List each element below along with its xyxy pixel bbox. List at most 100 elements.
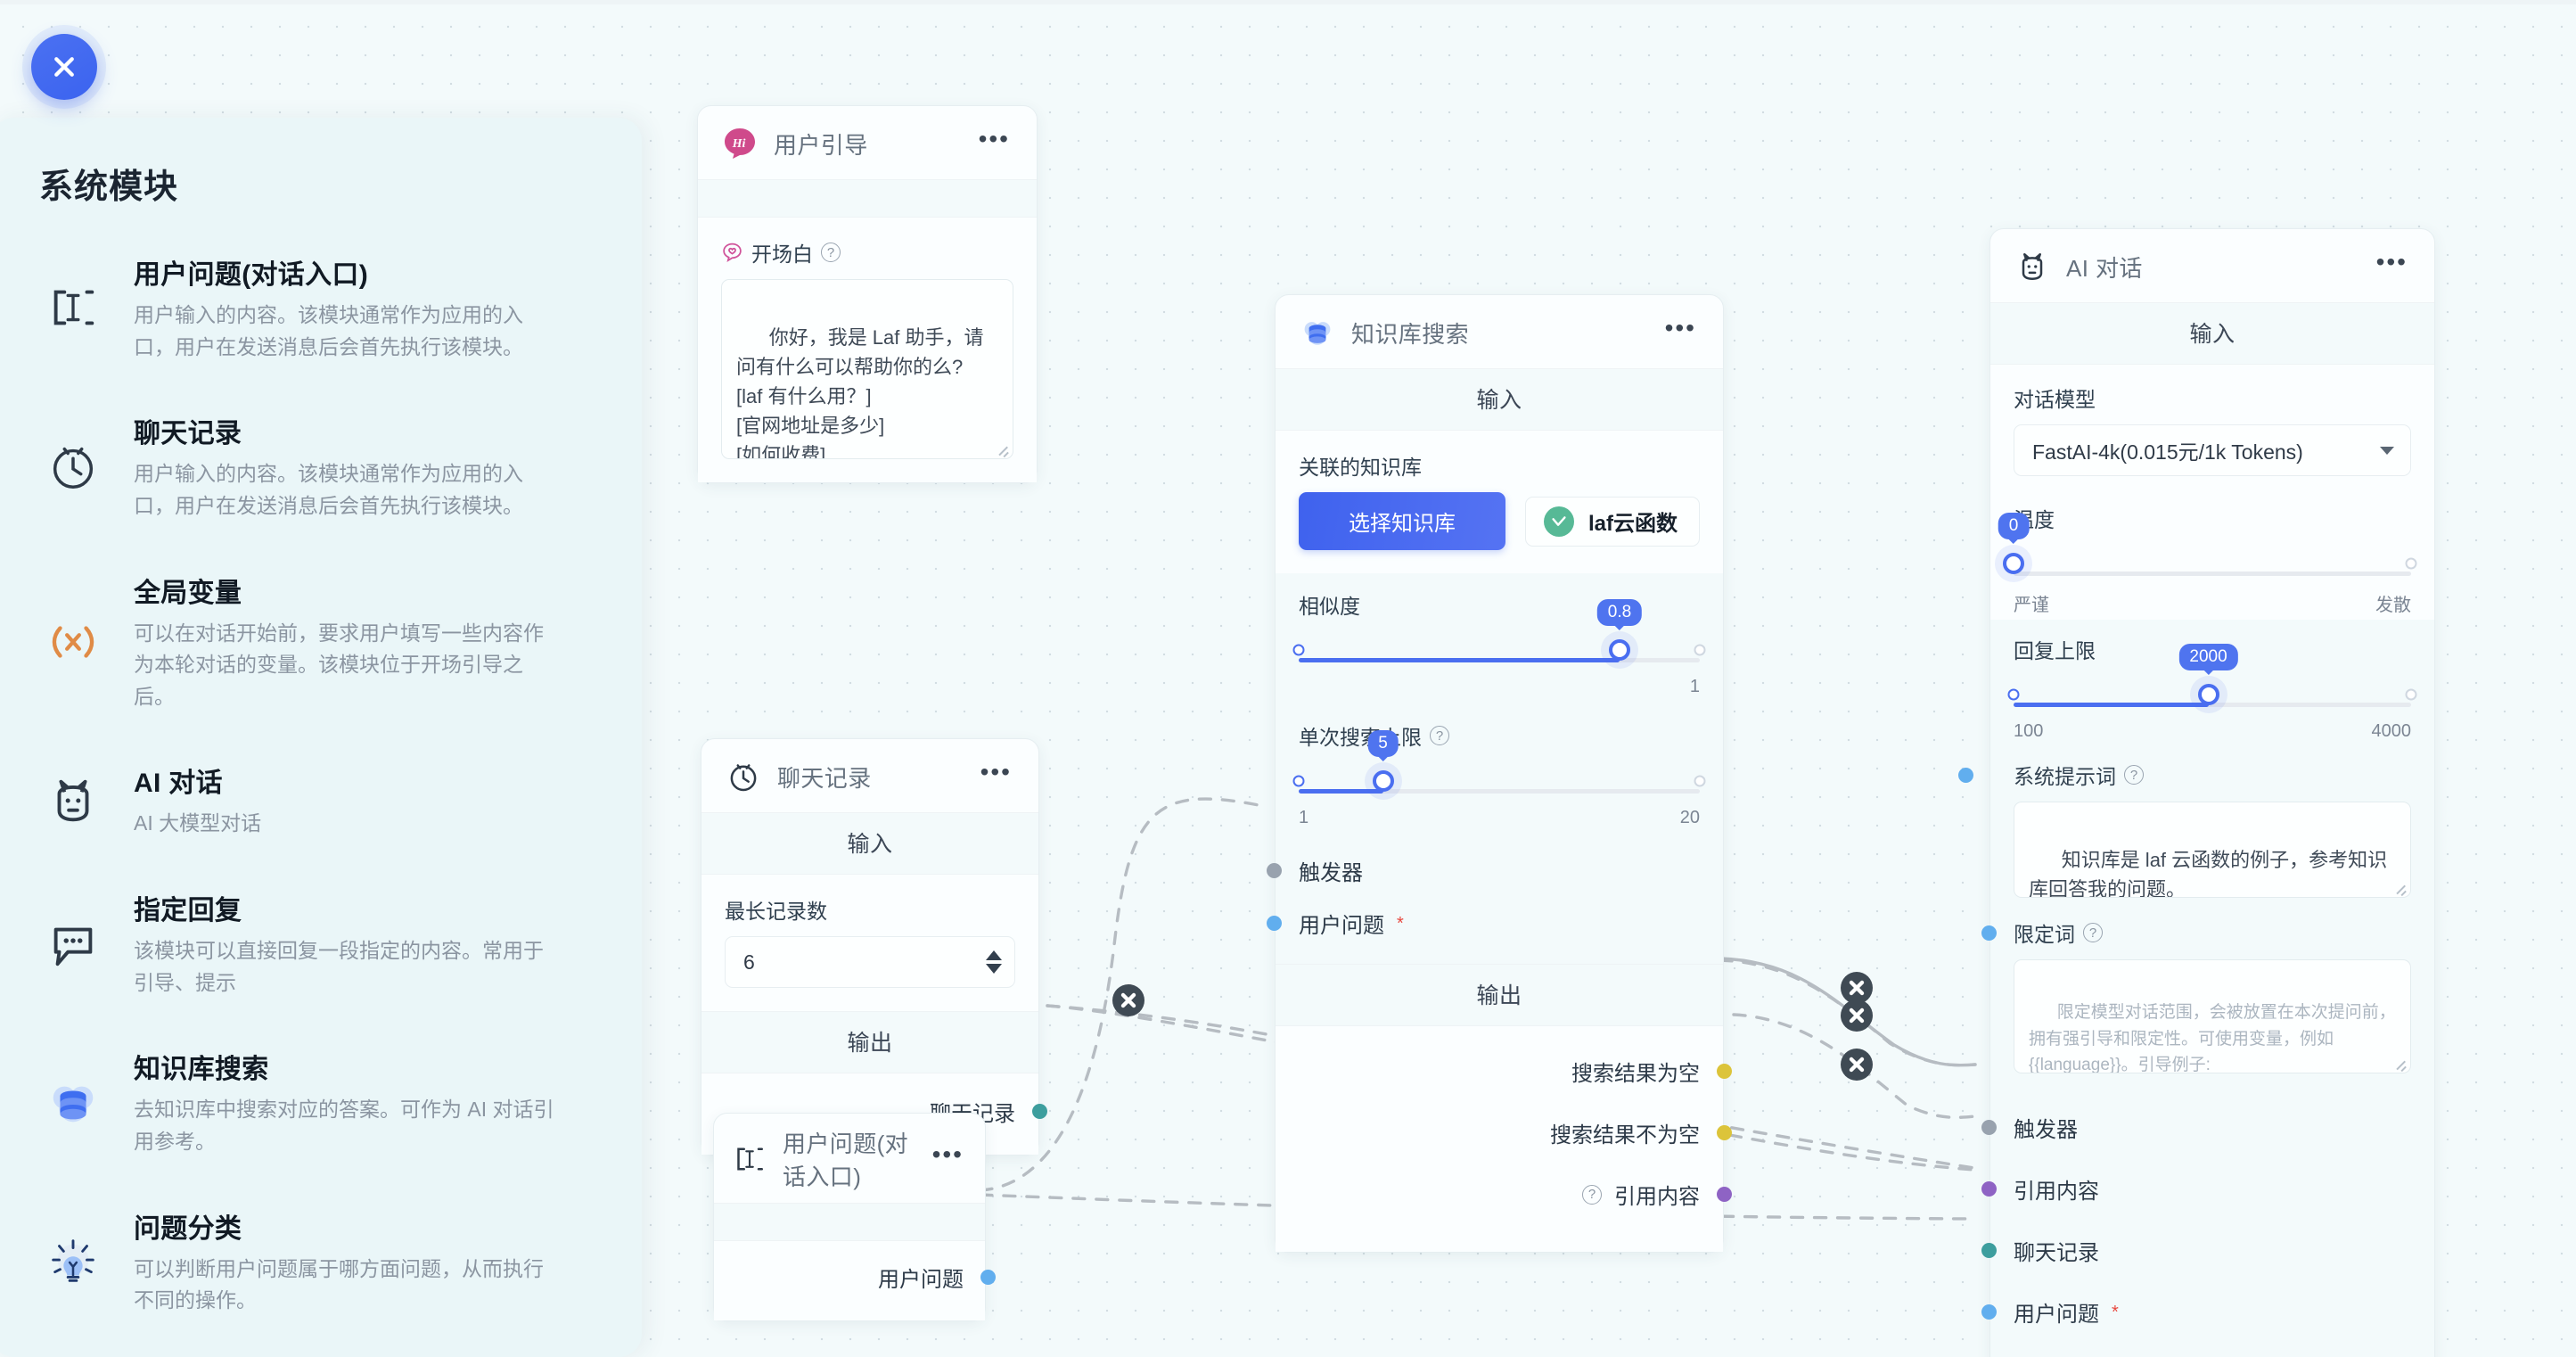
kb-inputs: 触发器 用户问题* <box>1267 832 1723 964</box>
resize-grip[interactable] <box>2394 1057 2407 1070</box>
kb-outputs: 搜索结果为空 搜索结果不为空 ? 引用内容 <box>1276 1026 1732 1252</box>
port-dot[interactable] <box>1267 916 1282 931</box>
port-label: 用户问题 <box>1299 914 1384 938</box>
module-item-specified-reply[interactable]: 指定回复 该模块可以直接回复一段指定的内容。常用于引导、提示 <box>39 888 595 999</box>
close-icon <box>54 57 74 77</box>
close-panel-button[interactable] <box>31 34 97 100</box>
node-user-question-entry[interactable]: 用户问题(对话入口) ••• 用户问题 <box>713 1113 996 1321</box>
node-title: 知识库搜索 <box>1351 320 1470 348</box>
edge-delete-button[interactable] <box>1841 972 1873 1004</box>
node-user-guide[interactable]: Hi 用户引导 ••• 开场白 ? 你好，我是 Laf 助手，请问有什么可以帮助… <box>697 105 1038 483</box>
port-dot[interactable] <box>1981 1181 1997 1197</box>
slider-knob[interactable] <box>1372 769 1394 792</box>
stepper-arrows[interactable] <box>986 950 1002 974</box>
output-band: 输出 <box>1276 964 1723 1026</box>
opening-statement-textarea[interactable]: 你好，我是 Laf 助手，请问有什么可以帮助你的么? [laf 有什么用？] [… <box>721 279 1013 459</box>
kb-tag-label: laf云函数 <box>1588 512 1678 536</box>
port-label: 搜索结果为空 <box>1571 1062 1700 1086</box>
module-item-global-variable[interactable]: 全局变量 可以在对话开始前，要求用户填写一些内容作为本轮对话的变量。该模块位于开… <box>39 571 595 713</box>
limit-slider[interactable]: 5 <box>1292 730 1706 799</box>
port-dot[interactable] <box>1981 1120 1997 1135</box>
node-menu-button[interactable]: ••• <box>980 758 1012 785</box>
port-dot[interactable] <box>1717 1125 1732 1140</box>
question-icon[interactable]: ? <box>2124 765 2144 785</box>
max-reply-slider[interactable]: 2000 <box>2007 644 2417 712</box>
module-desc: 用户输入的内容。该模块通常作为应用的入口，用户在发送消息后会首先执行该模块。 <box>134 303 523 358</box>
system-prompt-textarea[interactable]: 知识库是 laf 云函数的例子，参考知识库回答我的问题。 <box>2014 802 2411 898</box>
node-header[interactable]: 聊天记录 ••• <box>701 739 1038 812</box>
edge-delete-button[interactable] <box>1841 999 1873 1032</box>
port-dot[interactable] <box>980 1270 996 1285</box>
edge-delete-button[interactable] <box>1841 1049 1873 1081</box>
node-header[interactable]: Hi 用户引导 ••• <box>698 106 1037 179</box>
edge-delete-button[interactable] <box>1112 984 1144 1016</box>
output-port-not-empty[interactable]: 搜索结果不为空 <box>1299 1102 1732 1164</box>
max-records-stepper[interactable]: 6 <box>725 936 1015 988</box>
input-port-user-question[interactable]: 用户问题* <box>1981 1281 2411 1343</box>
node-chat-history[interactable]: 聊天记录 ••• 输入 最长记录数 6 输出 聊天记录 <box>701 738 1047 1156</box>
port-label: 引用内容 <box>1614 1185 1700 1209</box>
module-desc: AI 大模型对话 <box>134 811 262 835</box>
module-item-user-question[interactable]: 用户问题(对话入口) 用户输入的内容。该模块通常作为应用的入口，用户在发送消息后… <box>39 252 595 363</box>
limit-section: 单次搜索上限 ? 5 1 20 <box>1276 703 1723 832</box>
input-port-chat-history[interactable]: 聊天记录 <box>1981 1220 2411 1281</box>
input-port-trigger[interactable]: 触发器 <box>1981 1097 2411 1158</box>
slider-max-label: 1 <box>1689 677 1700 696</box>
resize-grip[interactable] <box>997 443 1009 456</box>
module-name: 全局变量 <box>134 578 242 608</box>
node-menu-button[interactable]: ••• <box>978 125 1010 152</box>
output-port-quote[interactable]: ? 引用内容 <box>1299 1164 1732 1225</box>
node-menu-button[interactable]: ••• <box>931 1140 964 1168</box>
kb-tag-laf[interactable]: laf云函数 <box>1525 496 1700 547</box>
input-port-trigger[interactable]: 触发器 <box>1267 846 1700 899</box>
port-dot[interactable] <box>1717 1187 1732 1202</box>
port-dot[interactable] <box>1717 1064 1732 1079</box>
slider-knob[interactable] <box>2003 552 2024 574</box>
chat-bubble-icon <box>39 909 107 977</box>
port-dot[interactable] <box>1032 1104 1047 1119</box>
input-port-user-question[interactable]: 用户问题* <box>1267 899 1700 944</box>
clock-history-icon <box>39 432 107 500</box>
module-item-kb-search[interactable]: 知识库搜索 去知识库中搜索对应的答案。可作为 AI 对话引用参考。 <box>39 1047 595 1157</box>
module-item-ai-chat[interactable]: AI 对话 AI 大模型对话 <box>39 761 595 840</box>
input-band: 输入 <box>701 812 1038 875</box>
question-icon[interactable]: ? <box>1430 726 1449 745</box>
port-dot[interactable] <box>1981 1243 1997 1258</box>
similarity-slider[interactable]: 0.8 <box>1292 599 1706 668</box>
clock-history-icon <box>725 758 762 795</box>
output-port-empty[interactable]: 搜索结果为空 <box>1299 1040 1732 1102</box>
output-band: 输出 <box>701 1011 1038 1073</box>
node-ai-chat[interactable]: AI 对话 ••• 输入 对话模型 FastAI-4k(0.015元/1k To… <box>1958 228 2435 1357</box>
temperature-section: 温度 0 严谨 发散 <box>1990 494 2434 620</box>
resize-grip[interactable] <box>2394 882 2407 894</box>
node-header[interactable]: AI 对话 ••• <box>1990 229 2434 302</box>
node-menu-button[interactable]: ••• <box>2375 248 2408 276</box>
node-header[interactable]: 用户问题(对话入口) ••• <box>714 1114 985 1203</box>
slider-knob[interactable] <box>1609 638 1630 661</box>
question-icon[interactable]: ? <box>2083 923 2103 942</box>
module-item-chat-history[interactable]: 聊天记录 用户输入的内容。该模块通常作为应用的入口，用户在发送消息后会首先执行该… <box>39 411 595 522</box>
node-header[interactable]: 知识库搜索 ••• <box>1276 295 1723 368</box>
question-icon[interactable]: ? <box>1582 1184 1602 1205</box>
module-item-question-classify[interactable]: 问题分类 可以判断用户问题属于哪方面问题，从而执行不同的操作。 <box>39 1206 595 1317</box>
node-menu-button[interactable]: ••• <box>1664 314 1696 341</box>
model-select[interactable]: FastAI-4k(0.015元/1k Tokens) <box>2014 424 2411 476</box>
slider-min-label: 严谨 <box>2014 596 2049 615</box>
field-label-max-records: 最长记录数 <box>725 900 827 923</box>
input-port-quote[interactable]: 引用内容 <box>1981 1158 2411 1220</box>
prompt-section: 系统提示词 ? 知识库是 laf 云函数的例子，参考知识库回答我的问题。 <box>1958 745 2434 907</box>
field-label-temperature: 温度 <box>2014 508 2055 531</box>
select-kb-button[interactable]: 选择知识库 <box>1299 492 1505 550</box>
question-icon[interactable]: ? <box>821 243 841 262</box>
port-dot[interactable] <box>1981 1304 1997 1320</box>
node-body: 最长记录数 6 <box>701 875 1038 1011</box>
temperature-slider[interactable]: 0 <box>1998 513 2417 581</box>
module-desc: 用户输入的内容。该模块通常作为应用的入口，用户在发送消息后会首先执行该模块。 <box>134 462 523 517</box>
slider-knob[interactable] <box>2197 683 2219 705</box>
port-dot[interactable] <box>1267 863 1282 878</box>
node-kb-search[interactable]: 知识库搜索 ••• 输入 关联的知识库 选择知识库 laf云函数 相似度 0.8 <box>1267 294 1732 1253</box>
qualifier-textarea[interactable]: 限定模型对话范围，会被放置在本次提问前，拥有强引导和限定性。可使用变量，例如 {… <box>2014 959 2411 1073</box>
heart-chat-icon <box>721 242 743 264</box>
robot-icon <box>39 767 107 835</box>
output-port-user-question[interactable]: 用户问题 <box>735 1246 996 1308</box>
